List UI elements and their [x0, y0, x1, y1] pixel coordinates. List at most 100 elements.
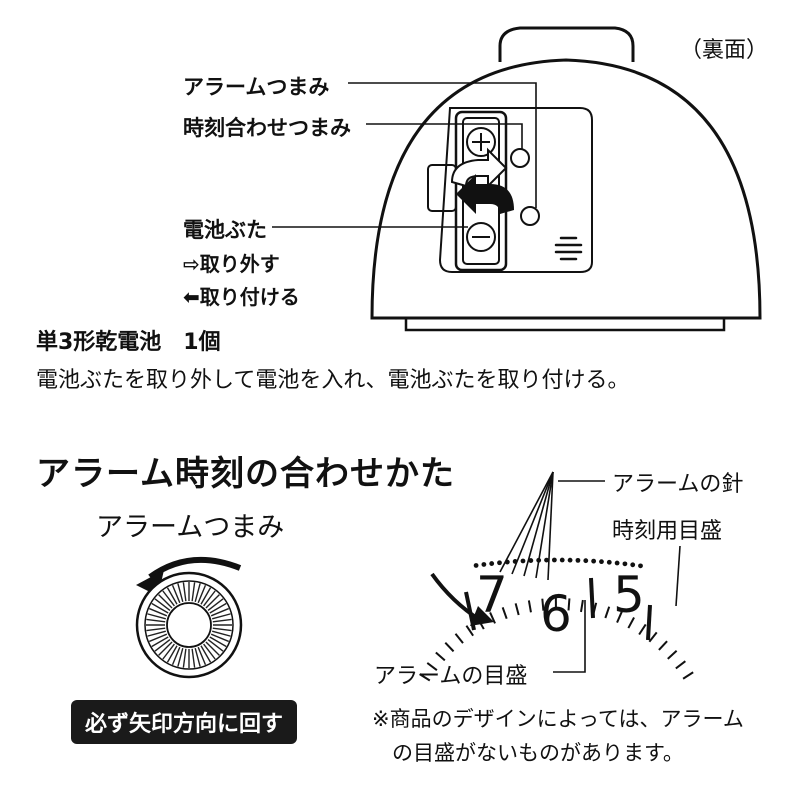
hour-tick: [489, 612, 496, 624]
knob-ridge: [191, 582, 196, 602]
time-scale-dot: [551, 557, 557, 563]
alarm-hand-line: [523, 471, 554, 577]
alarm-scale-label: アラームの目盛: [374, 664, 528, 689]
knob-ridge: [171, 646, 181, 665]
knob-ridge: [158, 594, 173, 609]
alarm-knob-caption: アラームつまみ: [96, 512, 285, 543]
knob-ridge: [210, 607, 229, 617]
hour-tick: [638, 623, 647, 636]
knob-ridge: [182, 648, 187, 668]
knob-ridge: [154, 598, 171, 611]
hour-tick: [426, 662, 438, 671]
hour-tick: [616, 611, 623, 623]
time-scale-dot: [512, 559, 518, 564]
hour-tick: [435, 651, 446, 662]
knob-ridge: [151, 602, 169, 614]
time-scale-dot: [473, 563, 479, 568]
knob-ridge: [197, 646, 207, 665]
time-scale-dot: [497, 560, 502, 566]
knob-ridge: [209, 602, 227, 614]
knob-ridge: [197, 585, 207, 604]
rotate-arrow-icon: [148, 556, 242, 580]
battery-instruction: 電池ぶたを取り外して電池を入れ、電池ぶたを取り付ける。: [36, 368, 630, 393]
hour-tick: [541, 598, 545, 611]
dial-leaders: [553, 480, 681, 673]
time-scale-dot: [591, 558, 597, 564]
knob-ridge: [212, 618, 232, 623]
alarm-scale-mark: [646, 604, 652, 641]
time-scale-dot: [638, 563, 643, 569]
knob-ridge: [200, 587, 212, 605]
knob-ridge: [166, 587, 178, 605]
knob-ridge: [162, 643, 175, 660]
knob-ridge: [203, 590, 216, 607]
time-knob-icon: [510, 148, 530, 168]
alarm-hand-line: [499, 471, 554, 573]
knob-ridge: [177, 648, 184, 667]
time-scale-dot: [606, 559, 612, 565]
attach-arrow-icon: [456, 174, 514, 214]
knob-ridge: [194, 583, 201, 602]
knob-ridge: [151, 636, 169, 648]
clock-back-housing: [370, 26, 762, 332]
dial-digit-5: 5: [613, 566, 645, 624]
knob-ridge: [203, 643, 216, 660]
knob-ridge: [158, 641, 173, 656]
time-scale-dot: [489, 561, 495, 566]
dial-arrow-icon: [430, 572, 482, 622]
knob-ridge: [171, 585, 181, 604]
alarm-knob-large: [135, 556, 243, 679]
knob-ridge: [212, 613, 231, 620]
knob-ridge: [209, 636, 227, 648]
knob-ridge: [154, 639, 171, 652]
battery-compartment: [427, 107, 593, 273]
time-scale-dot: [630, 562, 636, 568]
knob-ridge: [212, 630, 231, 637]
hour-tick: [527, 600, 532, 613]
time-scale-dot: [481, 562, 487, 567]
clock-dial: [419, 471, 694, 682]
hour-tick: [658, 640, 668, 651]
callout-battery-cover: 電池ぶた: [183, 218, 267, 242]
hour-tick: [419, 673, 431, 682]
knob-ridge: [205, 641, 220, 656]
back-side-label: （裏面）: [680, 38, 769, 63]
hour-tick: [501, 607, 508, 620]
time-scale-dot: [622, 561, 628, 567]
callout-leaders: [272, 82, 537, 228]
time-scale-dot: [583, 558, 589, 564]
knob-ridge: [149, 607, 168, 617]
alarm-hand-label: アラームの針: [612, 472, 744, 497]
knob-ridge: [162, 590, 175, 607]
knob-ridge: [191, 648, 196, 668]
battery-type-title: 単3形乾電池 1個: [36, 330, 221, 355]
knob-ridge: [207, 598, 224, 611]
time-scale-dot: [599, 559, 604, 565]
knob-ridge: [210, 633, 229, 643]
hour-tick: [579, 599, 584, 613]
knob-ridge: [182, 582, 187, 602]
knob-ridge: [205, 594, 220, 609]
hour-tick: [567, 598, 571, 611]
alarm-hand-line: [547, 471, 554, 581]
knob-ridge: [146, 618, 166, 623]
design-note-line2: の目盛がないものがあります。: [392, 741, 684, 765]
design-note-line1: ※商品のデザインによっては、アラーム: [372, 707, 744, 731]
hour-tick: [604, 606, 611, 619]
remove-arrow-icon: [450, 147, 508, 189]
hour-tick: [682, 671, 694, 680]
hour-tick: [444, 641, 455, 653]
dial-digit-7: 7: [476, 566, 508, 624]
alarm-section-heading: アラーム時刻の合わせかた: [36, 454, 455, 494]
hour-tick: [465, 625, 474, 637]
knob-ridge: [177, 583, 184, 602]
hour-tick: [667, 650, 678, 660]
knob-ridge: [194, 648, 201, 667]
knob-ridge: [200, 645, 212, 663]
time-scale-dot: [614, 560, 620, 566]
callout-attach: ⬅取り付ける: [183, 285, 300, 309]
dial-digit-6: 6: [540, 585, 572, 643]
time-scale-dot: [536, 557, 542, 563]
rotate-direction-badge: 必ず矢印方向に回す: [71, 700, 298, 744]
